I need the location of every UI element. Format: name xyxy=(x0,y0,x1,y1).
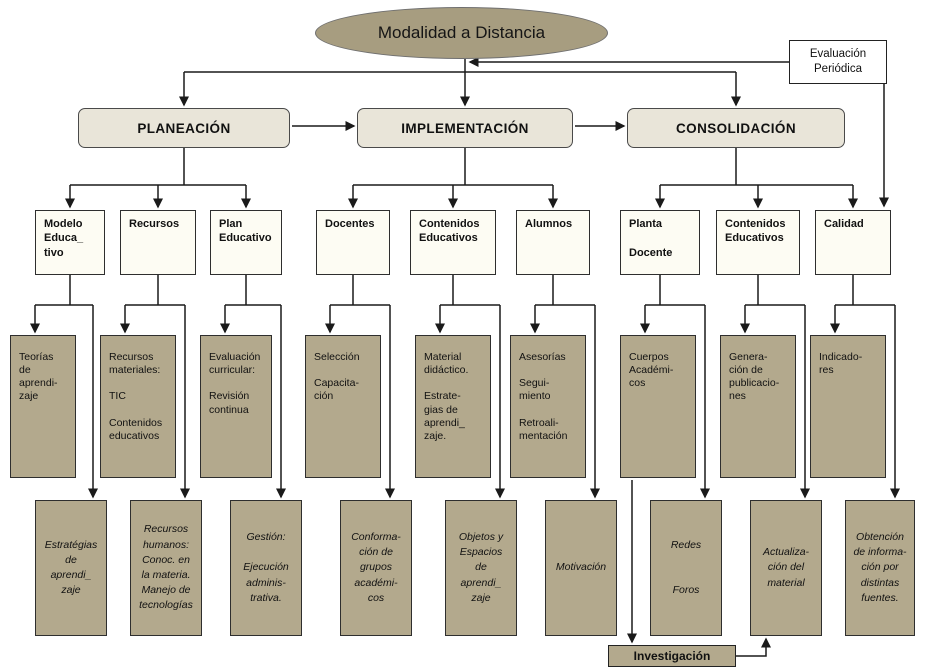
node-docentes: Docentes xyxy=(316,210,390,275)
node-material-didactico: Material didáctico. Estrate- gias de apr… xyxy=(415,335,491,478)
node-conformacion-grupos: Conforma- ción de grupos académi- cos xyxy=(340,500,412,636)
node-evaluacion-curricular: Evaluación curricular: Revisión continua xyxy=(200,335,272,478)
node-plan-educativo: Plan Educativo xyxy=(210,210,282,275)
node-teorias-de-aprendizaje: Teorías de aprendi- zaje xyxy=(10,335,76,478)
node-modelo-educativo: Modelo Educa_ tivo xyxy=(35,210,105,275)
node-redes-foros: Redes Foros xyxy=(650,500,722,636)
node-modalidad-a-distancia: Modalidad a Distancia xyxy=(315,7,608,59)
node-generacion-publicaciones: Genera- ción de publicacio- nes xyxy=(720,335,796,478)
node-cuerpos-academicos: Cuerpos Académi- cos xyxy=(620,335,696,478)
phase-planeacion: PLANEACIÓN xyxy=(78,108,290,148)
node-recursos-humanos: Recursos humanos: Conoc. en la materia. … xyxy=(130,500,202,636)
phase-consolidacion: CONSOLIDACIÓN xyxy=(627,108,845,148)
node-calidad: Calidad xyxy=(815,210,891,275)
node-evaluacion-periodica: Evaluación Periódica xyxy=(789,40,887,84)
node-asesorias-seguimiento: Asesorías Segui- miento Retroali- mentac… xyxy=(510,335,586,478)
node-actualizacion-material: Actualiza- ción del material xyxy=(750,500,822,636)
node-gestion-administrativa: Gestión: Ejecución adminis- trativa. xyxy=(230,500,302,636)
node-planta-docente: Planta Docente xyxy=(620,210,700,275)
node-contenidos-educativos-implementacion: Contenidos Educativos xyxy=(410,210,496,275)
phase-implementacion: IMPLEMENTACIÓN xyxy=(357,108,573,148)
node-seleccion-capacitacion: Selección Capacita- ción xyxy=(305,335,381,478)
node-alumnos: Alumnos xyxy=(516,210,590,275)
node-contenidos-educativos-consolidacion: Contenidos Educativos xyxy=(716,210,800,275)
node-investigacion: Investigación xyxy=(608,645,736,667)
node-indicadores: Indicado- res xyxy=(810,335,886,478)
node-motivacion: Motivación xyxy=(545,500,617,636)
node-recursos: Recursos xyxy=(120,210,196,275)
node-objetos-espacios: Objetos y Espacios de aprendi_ zaje xyxy=(445,500,517,636)
node-recursos-materiales: Recursos materiales: TIC Contenidos educ… xyxy=(100,335,176,478)
node-obtencion-informacion: Obtención de informa- ción por distintas… xyxy=(845,500,915,636)
node-estrategias-de-aprendizaje: Estratégias de aprendi_ zaje xyxy=(35,500,107,636)
